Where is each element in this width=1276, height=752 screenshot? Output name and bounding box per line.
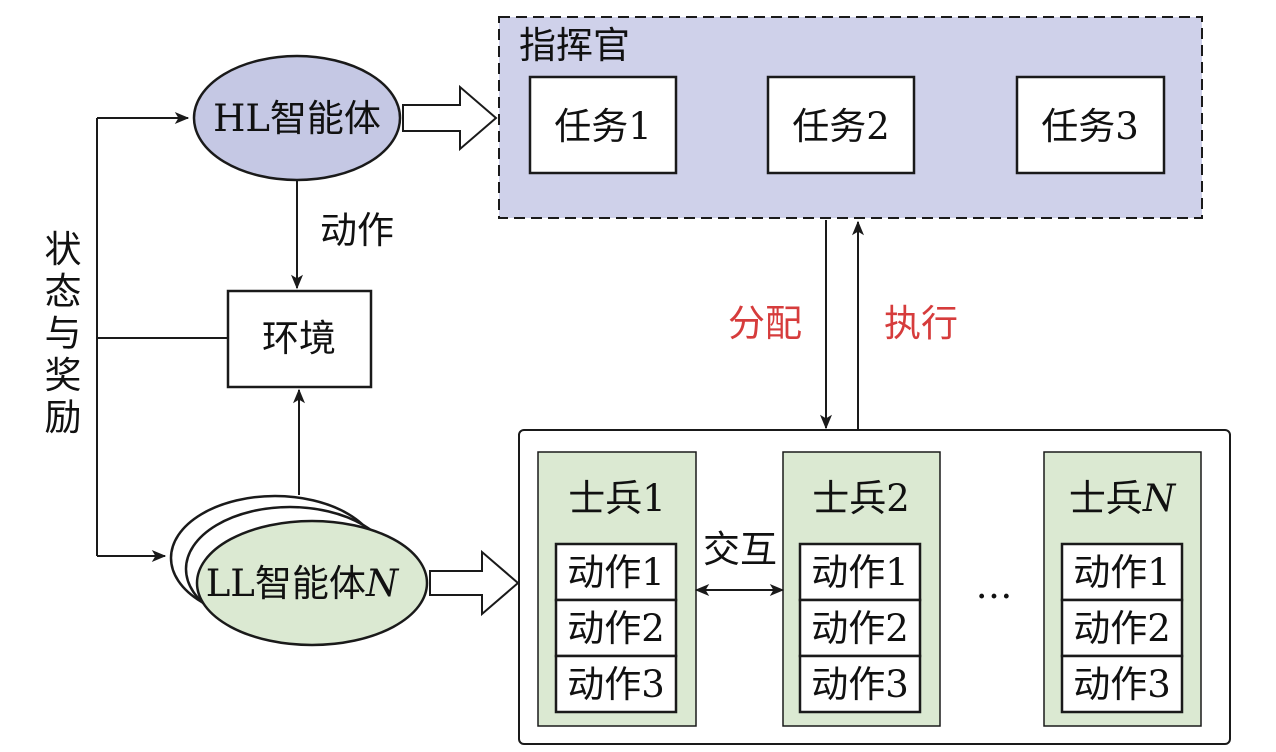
action-label: 动作 xyxy=(320,209,394,252)
hl-agent-ellipse xyxy=(192,54,402,182)
environment-label: 环境 xyxy=(262,317,336,360)
task-box-2 xyxy=(766,75,916,175)
action-label: 动作1 xyxy=(1073,551,1171,594)
action-box xyxy=(554,654,678,714)
action-label: 动作3 xyxy=(1073,663,1171,706)
soldier-index: N xyxy=(1142,477,1177,520)
interaction-label: 交互 xyxy=(703,528,777,571)
ll-agent-stack xyxy=(169,494,429,647)
action-label: 动作3 xyxy=(811,663,909,706)
action-label: 动作1 xyxy=(811,551,909,594)
feedback-char: 状 xyxy=(45,228,82,271)
ll-agent-ellipse-front xyxy=(195,519,429,647)
soldier-card-n: 士兵N 动作1 动作2 动作3 xyxy=(1043,451,1202,727)
feedback-loop xyxy=(96,112,228,562)
environment-box: 环境 xyxy=(226,289,373,389)
action-label: 动作2 xyxy=(567,607,665,650)
soldier-name: 士兵 xyxy=(812,477,886,520)
action-label: 动作2 xyxy=(1073,607,1171,650)
ll-agent-prefix: LL xyxy=(206,562,255,605)
action-box xyxy=(798,542,922,602)
task-label-3: 任务3 xyxy=(1041,105,1139,148)
action-box xyxy=(1060,654,1184,714)
ellipsis: … xyxy=(976,564,1013,607)
task-box-1 xyxy=(528,75,678,175)
hl-agent-name: 智能体 xyxy=(270,97,381,140)
soldier-name: 士兵 xyxy=(1069,477,1143,520)
hl-agent-prefix: HL xyxy=(213,97,270,140)
hl-agent: HL智能体 xyxy=(192,54,402,182)
soldier-name: 士兵 xyxy=(568,477,642,520)
feedback-char: 态 xyxy=(45,270,82,313)
ll-to-soldiers-arrow xyxy=(429,549,520,617)
feedback-char: 励 xyxy=(45,396,82,439)
action-label: 动作1 xyxy=(567,551,665,594)
task-box-3 xyxy=(1015,75,1166,175)
action-box xyxy=(554,598,678,658)
hl-to-commander-arrow xyxy=(402,84,498,152)
action-box xyxy=(1060,542,1184,602)
soldier-title-n: 士兵N xyxy=(1069,477,1177,520)
execute-label: 执行 xyxy=(884,302,958,345)
ll-agent-label: LL智能体N xyxy=(206,562,400,605)
feedback-char: 与 xyxy=(45,312,82,355)
action-box xyxy=(798,654,922,714)
soldier-title-1: 士兵1 xyxy=(568,477,666,520)
soldier-index: 2 xyxy=(886,477,910,520)
feedback-char: 奖 xyxy=(45,354,82,397)
soldier-title-2: 士兵2 xyxy=(812,477,910,520)
soldier-index: 1 xyxy=(642,477,666,520)
action-label: 动作3 xyxy=(567,663,665,706)
action-box xyxy=(1060,598,1184,658)
action-box xyxy=(554,542,678,602)
task-label-1: 任务1 xyxy=(554,105,652,148)
action-box xyxy=(798,598,922,658)
hl-agent-label: HL智能体 xyxy=(213,97,381,140)
assign-label: 分配 xyxy=(728,302,802,345)
action-label: 动作2 xyxy=(811,607,909,650)
soldier-card-2: 士兵2 动作1 动作2 动作3 xyxy=(782,451,941,727)
task-label-2: 任务2 xyxy=(792,105,890,148)
feedback-label: 状 态 与 奖 励 xyxy=(45,228,82,439)
soldier-card-1: 士兵1 动作1 动作2 动作3 xyxy=(537,451,697,727)
ll-agent-name: 智能体 xyxy=(255,562,366,605)
commander-panel: 指挥官 任务1 任务2 任务3 xyxy=(498,16,1203,219)
ll-agent-suffix: N xyxy=(365,562,400,605)
commander-title: 指挥官 xyxy=(519,24,630,67)
